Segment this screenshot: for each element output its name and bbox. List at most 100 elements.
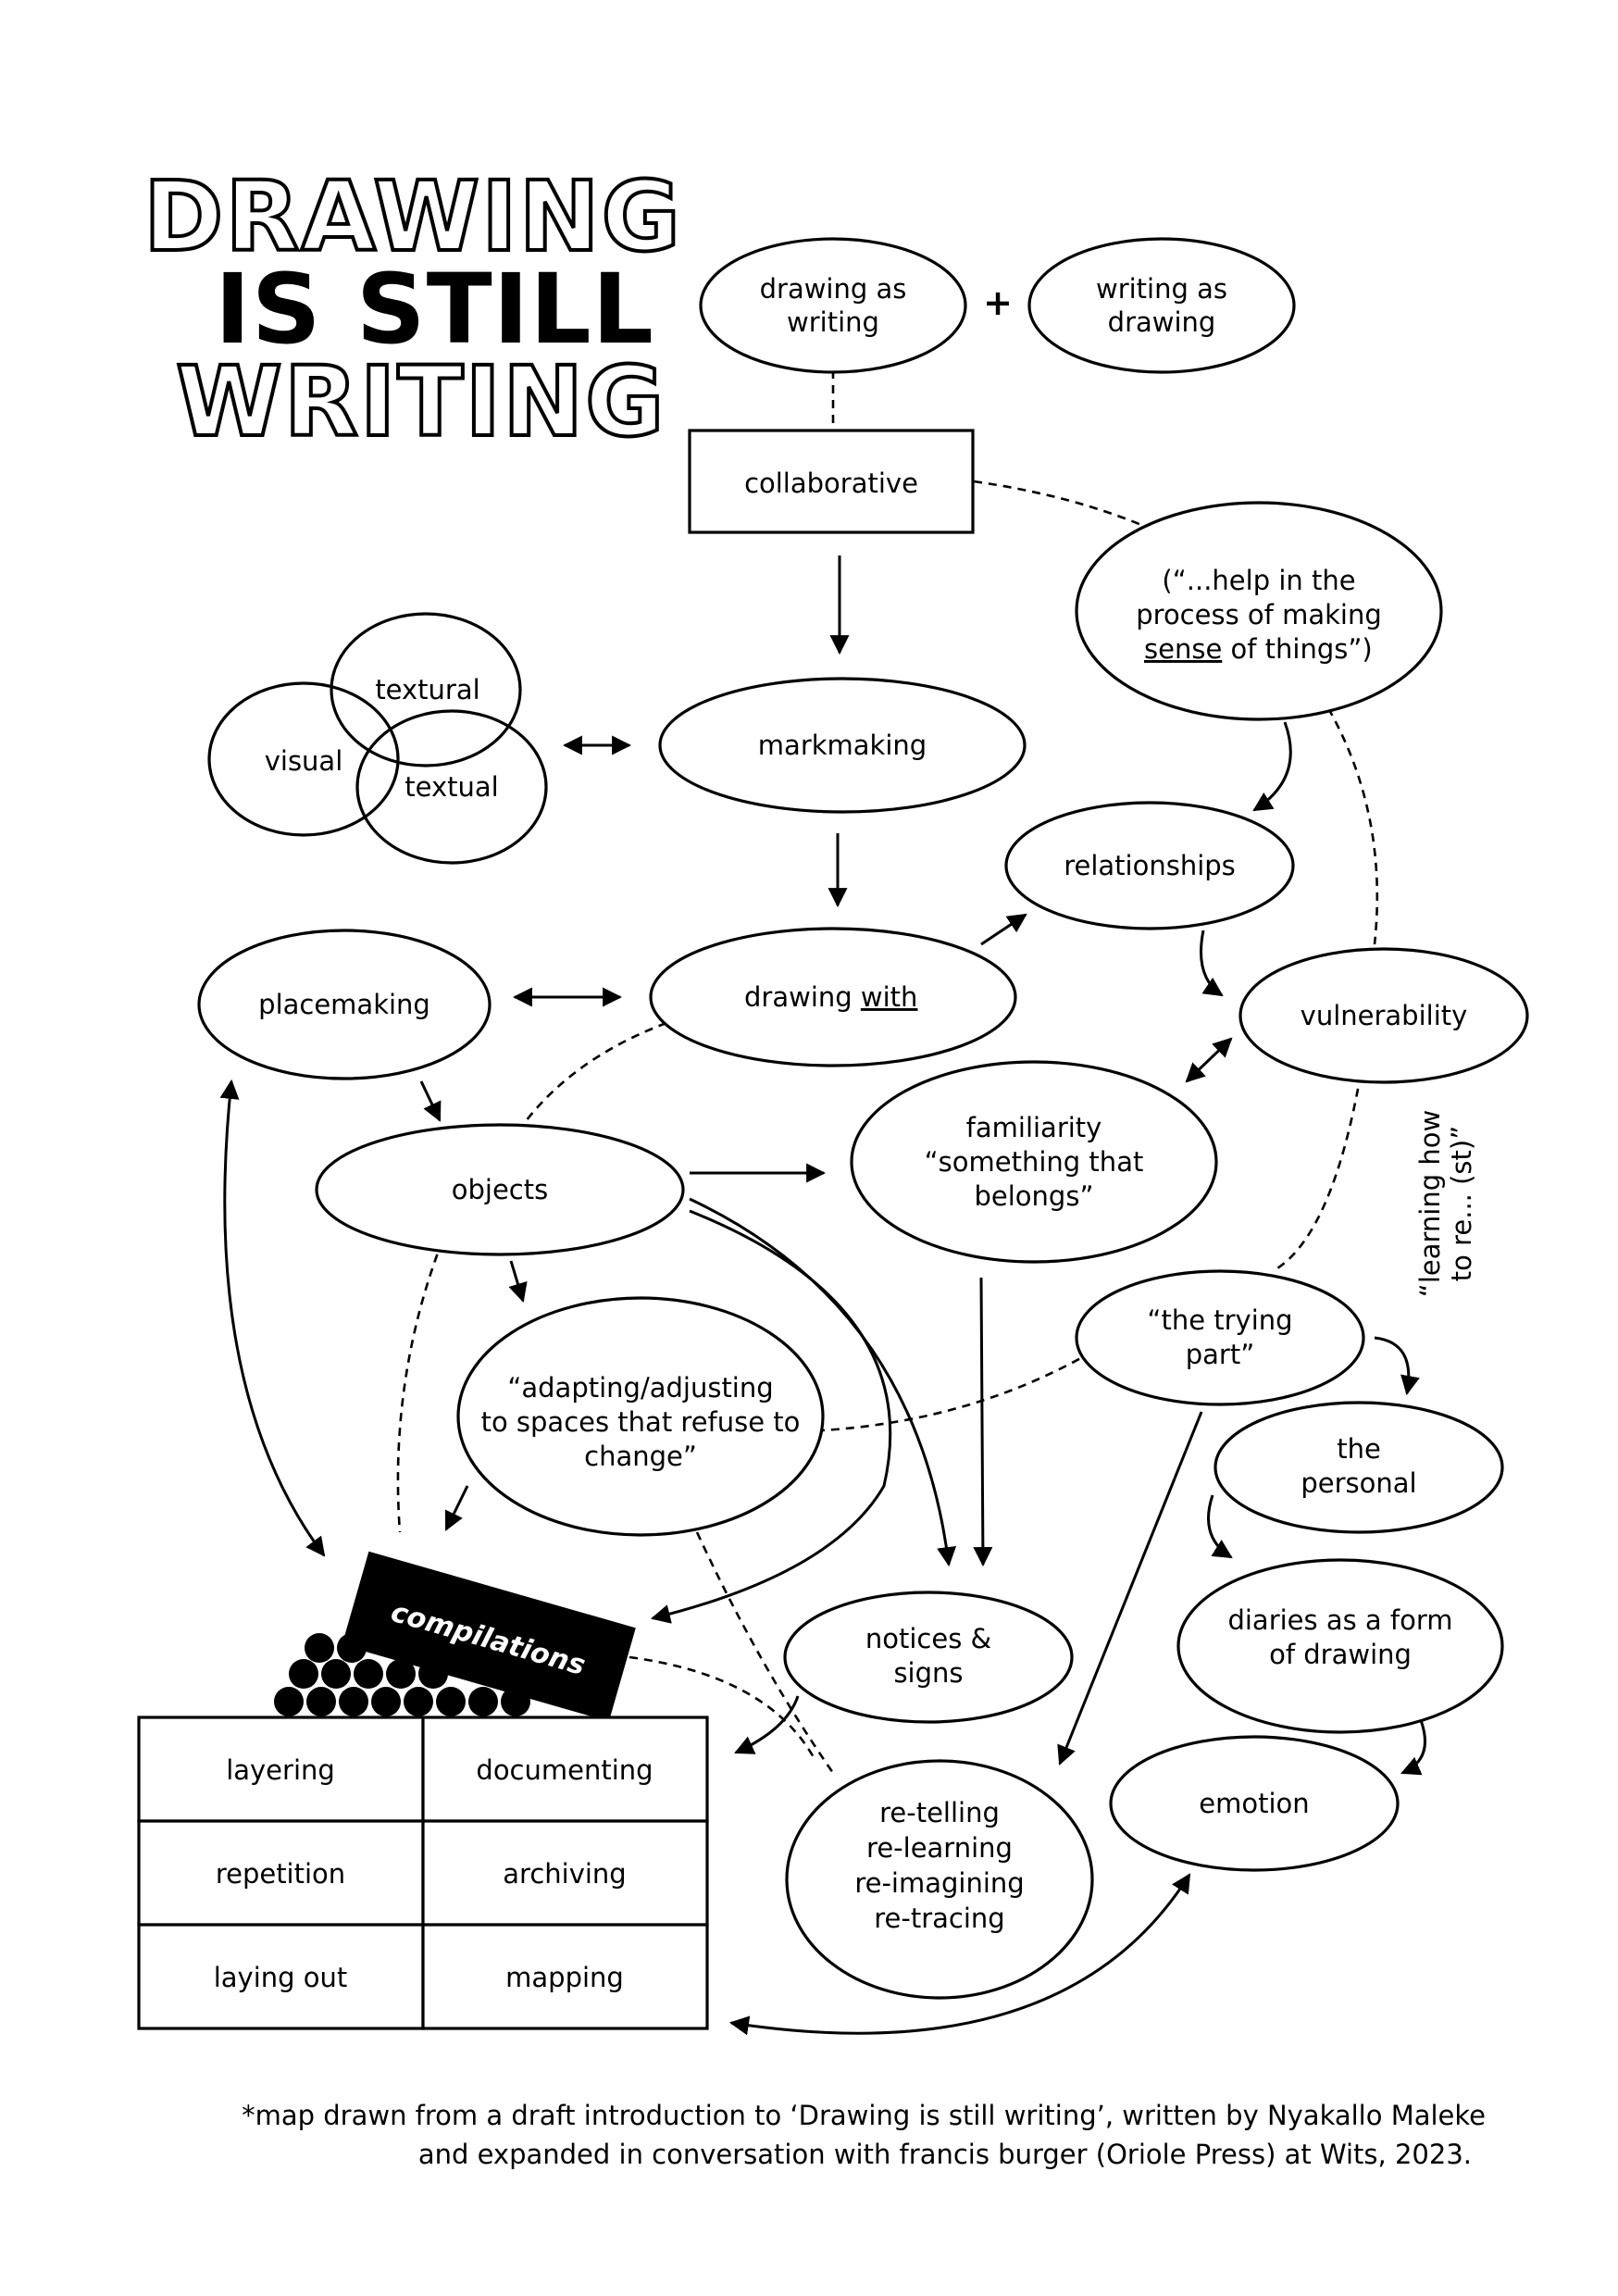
svg-text:belongs”: belongs” xyxy=(975,1180,1094,1212)
svg-text:re-tracing: re-tracing xyxy=(874,1903,1004,1934)
node-drawing-with: drawing with xyxy=(649,927,1017,1067)
arrow-objects-adapting xyxy=(508,1260,528,1304)
svg-text:personal: personal xyxy=(1301,1467,1416,1499)
arrow-adapting-compilations xyxy=(444,1485,469,1531)
grid-cell xyxy=(421,1819,709,1927)
circle-textual xyxy=(355,709,548,865)
node-help-quote: (“...help in the process of making sense… xyxy=(1075,501,1443,721)
grid-label: laying out xyxy=(214,1962,348,1993)
node-notices-signs: notices & signs xyxy=(783,1591,1074,1724)
svg-text:to spaces that refuse to: to spaces that refuse to xyxy=(481,1406,801,1438)
svg-text:re-imagining: re-imagining xyxy=(854,1867,1024,1899)
grid-cell xyxy=(421,1923,709,2030)
node-markmaking: markmaking xyxy=(658,677,1027,814)
node-objects: objects xyxy=(315,1123,685,1256)
grid-cell xyxy=(137,1923,425,2030)
footnote-line-2: and expanded in conversation with franci… xyxy=(418,2139,1472,2170)
arrow-objects-notices xyxy=(689,1197,957,1567)
arrow-placemaking-compilations xyxy=(219,1079,326,1557)
svg-text:drawing: drawing xyxy=(1108,306,1216,338)
grid-label: layering xyxy=(226,1754,335,1786)
grid-label: archiving xyxy=(503,1858,626,1890)
svg-text:part”: part” xyxy=(1186,1339,1255,1370)
circle-textural xyxy=(330,612,522,767)
title-line-3: WRITING xyxy=(176,345,666,458)
arrow-diaries-emotion xyxy=(1400,1719,1426,1776)
dashed-link-collab-help xyxy=(973,480,1153,531)
node-adapting: “adapting/adjusting to spaces that refus… xyxy=(456,1296,825,1537)
arrow-personal-diaries xyxy=(1207,1494,1233,1559)
title-block: DRAWING IS STILL WRITING xyxy=(142,158,682,460)
svg-text:familiarity: familiarity xyxy=(966,1112,1102,1143)
svg-text:notices &: notices & xyxy=(865,1623,991,1654)
svg-text:change”: change” xyxy=(584,1441,697,1472)
dashed-link-adapting-retelling xyxy=(695,1531,835,1774)
svg-text:emotion: emotion xyxy=(1199,1788,1309,1819)
arrow-trying-retelling xyxy=(1057,1411,1203,1766)
svg-text:“learning how: “learning how xyxy=(1414,1110,1446,1297)
svg-text:re-learning: re-learning xyxy=(866,1832,1013,1864)
title-line-1: DRAWING xyxy=(143,160,682,273)
svg-text:writing: writing xyxy=(787,306,879,338)
svg-text:drawing with: drawing with xyxy=(744,981,917,1013)
label-visual: visual xyxy=(265,745,343,777)
grid-cell xyxy=(137,1819,425,1927)
node-familiarity: familiarity “something that belongs” xyxy=(850,1060,1218,1264)
circle-visual xyxy=(207,681,400,837)
node-the-personal: the personal xyxy=(1214,1401,1504,1534)
practice-grid: layering documenting repetition archivin… xyxy=(137,1716,709,2030)
label-textural: textural xyxy=(375,674,479,705)
svg-text:“something that: “something that xyxy=(925,1146,1144,1178)
svg-text:diaries as a form: diaries as a form xyxy=(1227,1604,1452,1636)
node-writing-as-drawing: writing as drawing xyxy=(1027,237,1296,374)
venn-circles: textural visual textual xyxy=(207,612,548,865)
svg-text:“adapting/adjusting: “adapting/adjusting xyxy=(507,1372,773,1404)
label-learning-how: “learning how to re... (st)” xyxy=(1414,1110,1477,1297)
dashed-arc-help-vuln xyxy=(1326,707,1379,945)
node-trying-part: “the trying part” xyxy=(1075,1269,1365,1406)
svg-text:(“...help in the: (“...help in the xyxy=(1162,565,1355,596)
grid-label: documenting xyxy=(476,1754,653,1786)
label-textual: textual xyxy=(404,771,498,803)
svg-text:collaborative: collaborative xyxy=(744,468,918,499)
dashed-arc-trying-adapting xyxy=(821,1350,1093,1432)
arrow-grid-emotion xyxy=(728,1873,1191,2036)
dashed-link-objects-compilations xyxy=(396,1240,444,1533)
svg-text:sense of things”): sense of things”) xyxy=(1144,633,1373,665)
grid-cell xyxy=(421,1716,709,1823)
svg-text:“the trying: “the trying xyxy=(1147,1304,1292,1336)
node-re-telling: re-telling re-learning re-imagining re-t… xyxy=(785,1759,1094,2000)
node-relationships: relationships xyxy=(1004,801,1295,930)
svg-text:writing as: writing as xyxy=(1096,273,1227,305)
node-collaborative: collaborative xyxy=(688,429,975,534)
arrow-familiarity-notices xyxy=(973,1277,993,1567)
svg-text:relationships: relationships xyxy=(1064,850,1236,881)
svg-text:the: the xyxy=(1337,1433,1381,1465)
node-placemaking: placemaking xyxy=(197,929,492,1080)
arrow-relationships-vulnerability xyxy=(1200,930,1224,997)
arrow-familiarity-vulnerability xyxy=(1185,1037,1233,1083)
node-diaries: diaries as a form of drawing xyxy=(1176,1558,1504,1734)
grid-label: repetition xyxy=(216,1858,345,1890)
svg-text:to re... (st)”: to re... (st)” xyxy=(1446,1126,1477,1281)
ball-pile xyxy=(274,1633,530,1716)
svg-text:vulnerability: vulnerability xyxy=(1301,1000,1468,1031)
grid-label: mapping xyxy=(505,1962,624,1993)
title-line-2: IS STILL xyxy=(215,253,654,366)
node-emotion: emotion xyxy=(1109,1735,1400,1872)
svg-text:drawing as: drawing as xyxy=(760,273,907,305)
plus-sign: + xyxy=(983,282,1013,323)
svg-text:objects: objects xyxy=(452,1174,548,1205)
dashed-link-drawingwith-objects xyxy=(503,1021,667,1154)
arrow-placemaking-objects xyxy=(419,1080,442,1122)
svg-text:signs: signs xyxy=(893,1657,963,1689)
footnote-line-1: *map drawn from a draft introduction to … xyxy=(242,2100,1486,2131)
arrow-notices-grid xyxy=(734,1695,800,1754)
dashed-link-compilations-retelling xyxy=(629,1655,816,1760)
node-drawing-as-writing: drawing as writing xyxy=(699,237,967,374)
svg-text:placemaking: placemaking xyxy=(258,989,430,1020)
node-vulnerability: vulnerability xyxy=(1238,947,1529,1084)
svg-text:markmaking: markmaking xyxy=(758,730,927,761)
footnote: *map drawn from a draft introduction to … xyxy=(242,2100,1486,2170)
